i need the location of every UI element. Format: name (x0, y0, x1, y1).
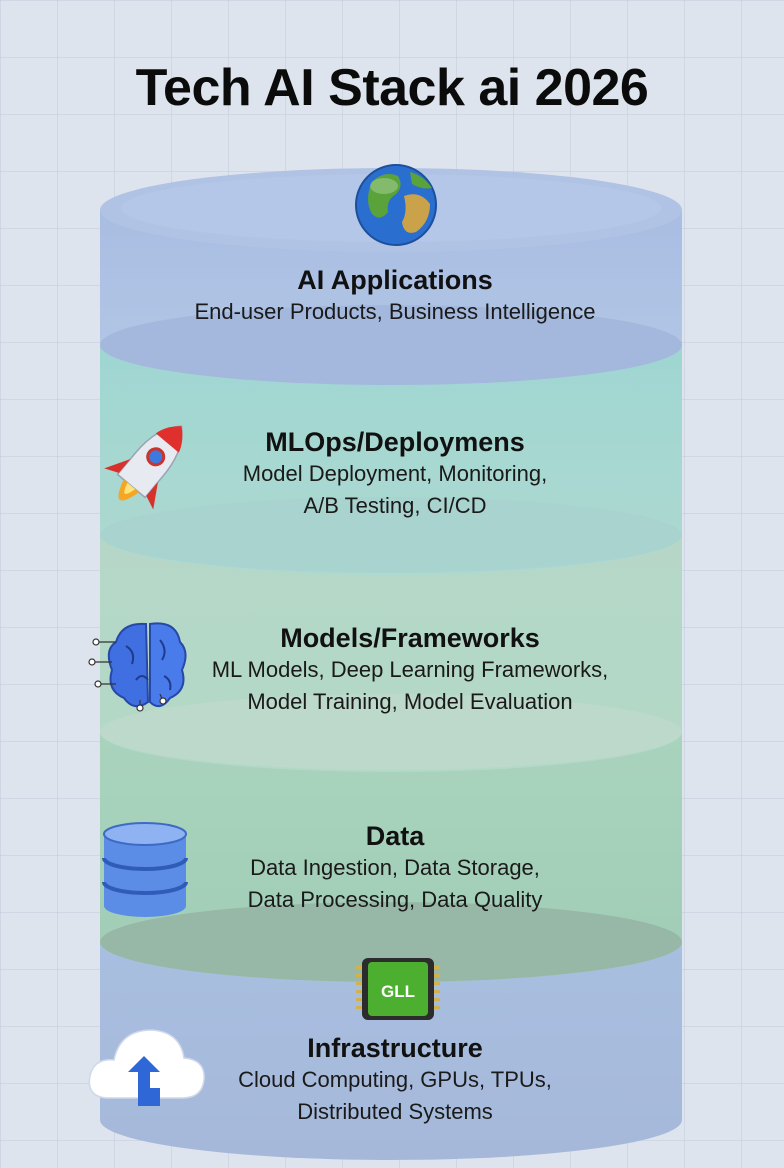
layer-applications: AI Applications End-user Products, Busin… (120, 264, 670, 328)
disc-models-data (100, 694, 682, 770)
layer-data: Data Data Ingestion, Data Storage, Data … (150, 820, 640, 916)
layer-desc: End-user Products, Business Intelligence (194, 299, 596, 324)
layer-title: Infrastructure (307, 1033, 483, 1063)
cloud-upload-icon (88, 1029, 205, 1106)
disc-data-infra (100, 902, 682, 982)
layer-desc: Data Ingestion, Data Storage, (250, 855, 540, 880)
layer-models: Models/Frameworks ML Models, Deep Learni… (170, 622, 650, 718)
layer-desc: Model Training, Model Evaluation (247, 689, 573, 714)
chip-icon: GLL (356, 958, 440, 1020)
layer-desc: Data Processing, Data Quality (247, 887, 543, 912)
brain-icon (88, 622, 187, 712)
rocket-icon (104, 425, 183, 510)
layer-infrastructure: Infrastructure Cloud Computing, GPUs, TP… (150, 1032, 640, 1128)
disc-mlops-models (100, 497, 682, 573)
layer-desc: Cloud Computing, GPUs, TPUs, (238, 1067, 552, 1092)
layer-title: Data (365, 821, 425, 851)
chip-label: GLL (381, 982, 415, 1001)
band-infrastructure (100, 942, 682, 1160)
layer-mlops: MLOps/Deploymens Model Deployment, Monit… (150, 426, 640, 522)
layer-desc: ML Models, Deep Learning Frameworks, (211, 657, 609, 682)
layer-desc: A/B Testing, CI/CD (303, 493, 487, 518)
globe-icon (355, 164, 437, 246)
layer-title: AI Applications (297, 265, 493, 295)
layer-title: Models/Frameworks (280, 623, 540, 653)
layer-desc: Distributed Systems (297, 1099, 493, 1124)
page-title: Tech AI Stack ai 2026 (135, 59, 649, 117)
layer-title: MLOps/Deploymens (265, 427, 525, 457)
database-icon (102, 822, 188, 917)
layer-desc: Model Deployment, Monitoring, (242, 461, 548, 486)
disc-apps-mlops (100, 305, 682, 385)
